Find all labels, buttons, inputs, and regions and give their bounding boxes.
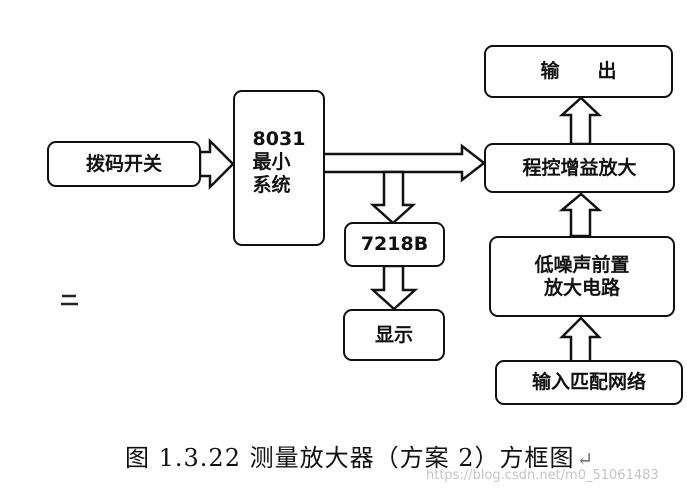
watermark-url: https://blog.csdn.net/m0_51061483 <box>426 468 659 483</box>
input-network-block: 输入匹配网络 <box>495 360 683 405</box>
figure-caption: 图 1.3.22 测量放大器（方案 2）方框图↵ <box>125 438 645 473</box>
mcu-label-line-3: 系统 <box>252 173 291 196</box>
preamp-label-line-1: 低噪声前置 <box>534 253 630 276</box>
output-label: 输 出 <box>540 60 617 83</box>
display-block: 显示 <box>343 309 445 361</box>
preamp-block: 低噪声前置 放大电路 <box>489 236 675 317</box>
chip-7218b-label: 7218B <box>360 233 429 256</box>
mcu-label-line-2: 最小 <box>252 150 291 173</box>
output-block: 输 出 <box>484 45 673 98</box>
mcu-label-line-1: 8031 <box>252 128 306 150</box>
figure-caption-text: 图 1.3.22 测量放大器（方案 2）方框图 <box>125 444 575 472</box>
arrow-mcu-to-pga <box>321 143 487 183</box>
arrow-dip-to-mcu <box>198 137 235 191</box>
mcu-block: 8031 最小 系统 <box>233 90 325 246</box>
return-mark-icon: ↵ <box>576 447 595 471</box>
dip-switch-block: 拨码开关 <box>47 141 201 187</box>
arrow-7218b-to-display <box>369 264 419 311</box>
preamp-label-line-2: 放大电路 <box>543 276 620 299</box>
scan-margin-mark <box>61 294 78 306</box>
arrow-preamp-to-pga <box>558 192 603 238</box>
pga-label: 程控增益放大 <box>522 156 637 179</box>
display-label: 显示 <box>374 323 413 346</box>
arrow-branch-to-7218b <box>369 170 417 225</box>
arrow-pga-to-output <box>558 96 603 146</box>
pga-block: 程控增益放大 <box>484 143 675 193</box>
dip-switch-label: 拨码开关 <box>85 152 162 175</box>
arrow-input-to-preamp <box>558 316 602 364</box>
input-network-label: 输入匹配网络 <box>531 371 646 394</box>
chip-7218b-block: 7218B <box>344 222 445 267</box>
